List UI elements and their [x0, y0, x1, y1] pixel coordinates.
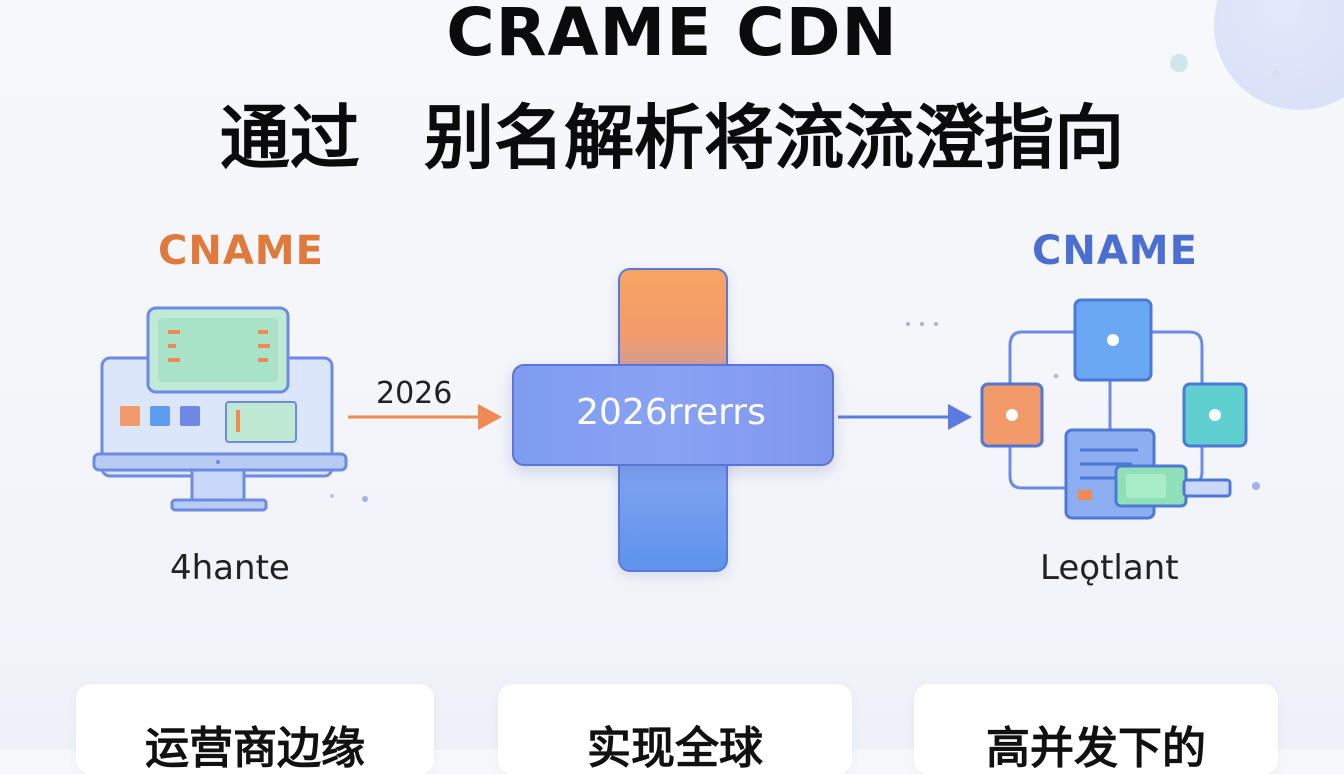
- right-arrow: [838, 404, 972, 430]
- right-node-caption: Leǫtlant: [1040, 548, 1179, 588]
- computer-icon: [92, 306, 348, 512]
- left-node-caption: 4hante: [170, 548, 290, 588]
- decorative-dot: [1252, 482, 1260, 490]
- left-arrow-label: 2026: [376, 376, 453, 411]
- left-arrow: [348, 404, 502, 430]
- feature-card-text: 实现全球: [587, 723, 763, 774]
- server-network-icon: [906, 298, 1248, 520]
- feature-card: 高并发下的: [914, 684, 1278, 774]
- feature-card: 实现全球: [498, 684, 852, 774]
- feature-card-text: 高并发下的: [986, 723, 1206, 774]
- center-node-horizontal-bar: [512, 364, 834, 466]
- center-node-label: 2026rrerrs: [576, 392, 766, 433]
- feature-card: 运营商边缘: [76, 684, 434, 774]
- title-line-1: CRAME CDN: [446, 0, 898, 71]
- decorative-dot: [1170, 54, 1188, 72]
- decorative-dot: [1272, 70, 1280, 78]
- left-node-label: CNAME: [158, 228, 324, 274]
- title-line-2: 通过 别名解析将流流澄指向: [219, 97, 1125, 179]
- decorative-dot: [362, 496, 368, 502]
- feature-card-text: 运营商边缘: [145, 723, 365, 774]
- decorative-dot: [330, 494, 334, 498]
- right-node-label: CNAME: [1032, 228, 1198, 274]
